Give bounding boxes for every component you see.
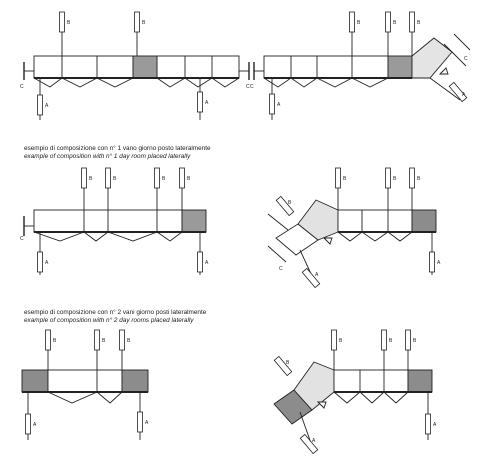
marker-b: B — [67, 20, 71, 26]
diagram-row2-left — [23, 185, 207, 275]
marker-b: B — [286, 360, 290, 366]
marker-b: B — [393, 176, 397, 182]
caption-english: example of composition with n° 1 day roo… — [24, 153, 191, 160]
caption-english: example of composition with n° 2 day roo… — [24, 317, 194, 324]
marker-a: A — [145, 420, 149, 426]
marker-b: B — [339, 338, 343, 344]
marker-a: A — [205, 260, 209, 266]
diagram-row1-right — [253, 30, 471, 120]
diagram-row1-left — [23, 30, 250, 120]
marker-a: A — [433, 422, 437, 428]
marker-b: B — [89, 176, 93, 182]
marker-b: B — [393, 20, 397, 26]
marker-c: C — [20, 84, 24, 90]
marker-b: B — [343, 176, 347, 182]
marker-b: B — [357, 20, 361, 26]
diagram-row3-right — [273, 345, 433, 447]
marker-labels: B B A A C C B B B A A C C B B B B A A C … — [20, 20, 468, 444]
marker-b: B — [162, 176, 166, 182]
marker-b: B — [142, 20, 146, 26]
marker-a: A — [205, 100, 209, 106]
marker-c: C — [279, 266, 283, 272]
marker-c: C — [246, 84, 250, 90]
marker-a: A — [33, 422, 37, 428]
marker-b: B — [413, 338, 417, 344]
marker-b: B — [127, 338, 131, 344]
marker-a: A — [312, 438, 316, 444]
marker-b: B — [417, 20, 421, 26]
marker-a: A — [277, 102, 281, 108]
marker-b: B — [389, 338, 393, 344]
diagram-row3-left — [21, 345, 149, 440]
caption-one-day-room: esempio di composizione con n° 1 vano gi… — [24, 145, 211, 161]
diagram-row2-right — [267, 185, 437, 277]
marker-c: C — [250, 84, 254, 90]
marker-a: A — [315, 272, 319, 278]
marker-a: A — [462, 92, 466, 98]
marker-c: C — [20, 236, 24, 242]
caption-italian: esempio di composizione con n° 1 vano gi… — [24, 145, 211, 152]
marker-b: B — [417, 176, 421, 182]
marker-b: B — [187, 176, 191, 182]
caption-two-day-rooms: esempio di composizione con n° 2 vani gi… — [24, 309, 206, 325]
marker-b: B — [53, 338, 57, 344]
caption-italian: esempio di composizione con n° 2 vani gi… — [24, 309, 207, 316]
marker-a: A — [45, 103, 49, 109]
marker-c: C — [464, 56, 468, 62]
marker-b: B — [113, 176, 117, 182]
marker-b: B — [288, 200, 292, 206]
marker-a: A — [437, 260, 441, 266]
marker-a: A — [45, 260, 49, 266]
marker-b: B — [102, 338, 106, 344]
